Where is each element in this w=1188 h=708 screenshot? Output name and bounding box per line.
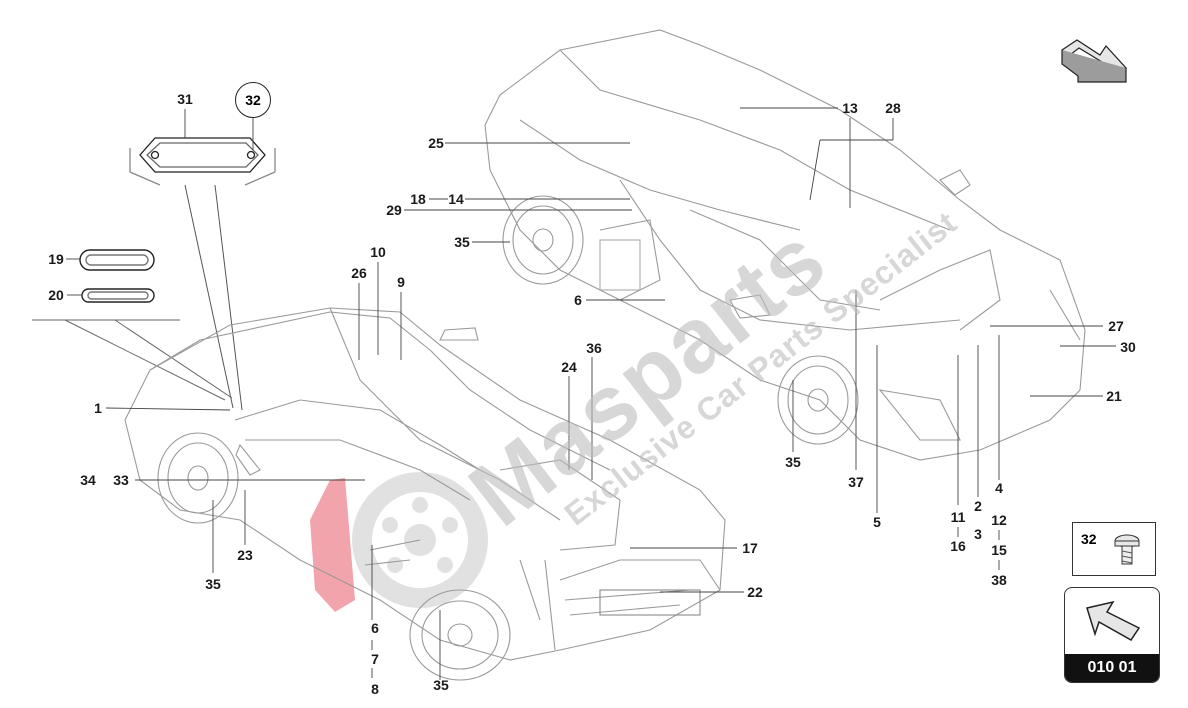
callout-22: 22 bbox=[747, 584, 763, 600]
previous-section-button[interactable]: 010 01 bbox=[1064, 587, 1160, 683]
callout-30: 30 bbox=[1120, 339, 1136, 355]
callout-35-rear-upper: 35 bbox=[454, 234, 470, 250]
callout-1: 1 bbox=[94, 400, 102, 416]
callout-23: 23 bbox=[237, 547, 253, 563]
callout-9: 9 bbox=[397, 274, 405, 290]
car-rear-view bbox=[124, 307, 726, 681]
callout-27: 27 bbox=[1108, 318, 1124, 334]
callout-29: 29 bbox=[386, 202, 402, 218]
callout-15: 15 bbox=[991, 542, 1007, 558]
badges-19-20 bbox=[32, 249, 233, 401]
nav-arrow-icon bbox=[1086, 600, 1141, 641]
callout-6-upper: 6 bbox=[574, 292, 582, 308]
callout-3: 3 bbox=[974, 526, 982, 542]
callout-32-circled: 32 bbox=[235, 82, 271, 118]
callout-11: 11 bbox=[950, 509, 966, 525]
car-front-view bbox=[484, 29, 1086, 461]
callout-37: 37 bbox=[848, 474, 864, 490]
callout-2: 2 bbox=[974, 498, 982, 514]
screw-icon bbox=[1114, 534, 1140, 565]
inset-part-number: 32 bbox=[1081, 531, 1097, 547]
badge-detail bbox=[129, 137, 276, 411]
callout-38: 38 bbox=[991, 572, 1007, 588]
watermark-logo bbox=[310, 472, 488, 612]
callout-7: 7 bbox=[371, 651, 379, 667]
callout-14: 14 bbox=[448, 191, 464, 207]
callout-21: 21 bbox=[1106, 388, 1122, 404]
callout-20: 20 bbox=[48, 287, 64, 303]
section-code: 010 01 bbox=[1065, 654, 1159, 682]
callout-12: 12 bbox=[991, 512, 1007, 528]
callout-4: 4 bbox=[995, 480, 1003, 496]
callout-24: 24 bbox=[561, 359, 577, 375]
leader-lines bbox=[66, 107, 1116, 680]
callout-13: 13 bbox=[842, 100, 858, 116]
callout-17: 17 bbox=[742, 540, 758, 556]
callout-8: 8 bbox=[371, 681, 379, 697]
callout-19: 19 bbox=[48, 251, 64, 267]
inset-part-box: 32 bbox=[1072, 522, 1156, 576]
callout-18: 18 bbox=[410, 191, 426, 207]
callout-10: 10 bbox=[370, 244, 386, 260]
callout-28: 28 bbox=[885, 100, 901, 116]
callout-36: 36 bbox=[586, 340, 602, 356]
callout-5: 5 bbox=[873, 514, 881, 530]
callout-25: 25 bbox=[428, 135, 444, 151]
callout-35-lower-right: 35 bbox=[433, 677, 449, 693]
callout-16: 16 bbox=[950, 538, 966, 554]
callout-35-lower-left: 35 bbox=[205, 576, 221, 592]
callout-26: 26 bbox=[351, 265, 367, 281]
callout-31: 31 bbox=[177, 91, 193, 107]
callout-34: 34 bbox=[80, 472, 96, 488]
callout-6-lower: 6 bbox=[371, 620, 379, 636]
direction-arrow-icon bbox=[1061, 39, 1128, 83]
callout-35-front-upper: 35 bbox=[785, 454, 801, 470]
callout-33: 33 bbox=[113, 472, 129, 488]
